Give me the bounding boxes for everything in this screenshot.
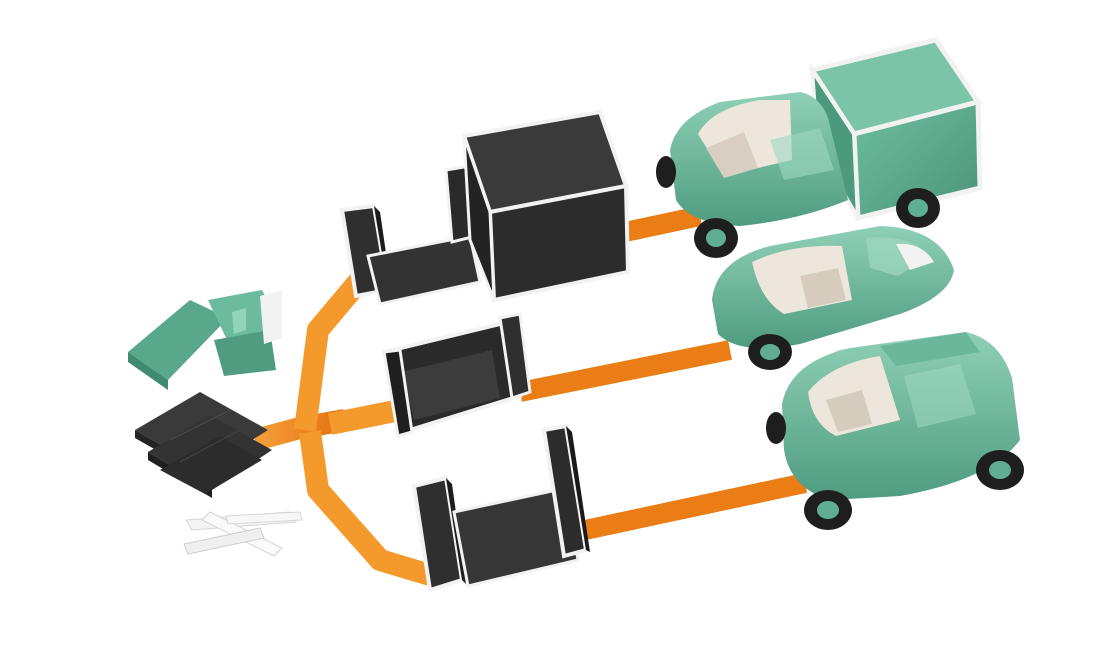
cargo-box-module xyxy=(339,109,631,306)
aluminium-profiles xyxy=(183,511,303,557)
flow-branch-middle xyxy=(327,399,403,435)
flow-output-truck xyxy=(622,206,703,242)
flow-output-three-wheeler xyxy=(518,340,732,402)
box-truck xyxy=(656,37,983,258)
short-tub-module xyxy=(381,312,532,438)
open-frame-module xyxy=(411,423,590,593)
green-body-panels xyxy=(128,290,282,390)
raw-materials xyxy=(128,290,303,557)
carbon-fiber-sheets xyxy=(135,392,272,498)
compact-car xyxy=(766,332,1024,530)
flow-branch-bottom xyxy=(299,430,434,586)
flow-output-compact xyxy=(582,473,808,540)
